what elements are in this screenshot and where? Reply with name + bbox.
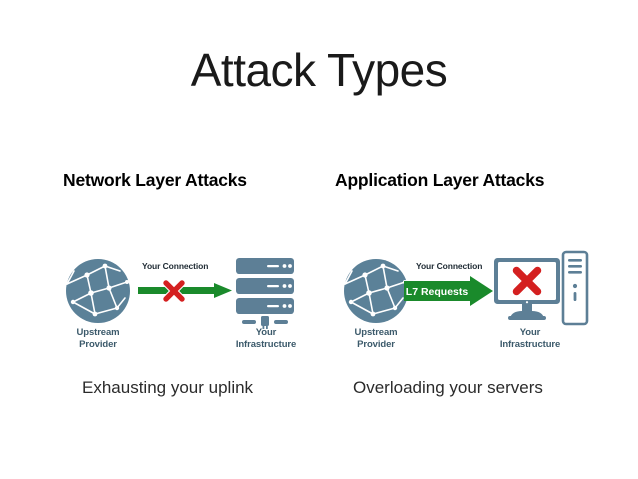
l7-requests-arrow-text: L7 Requests <box>406 286 469 298</box>
label-your-infrastructure: Your Infrastructure <box>220 327 312 350</box>
page-title: Attack Types <box>190 44 448 96</box>
label-upstream-provider: Upstream Provider <box>60 327 136 350</box>
label-upstream-provider-line1: Upstream <box>354 327 398 338</box>
l7-requests-arrow: L7 Requests <box>404 276 494 306</box>
tower-pc-icon <box>561 250 589 326</box>
attack-arrow-blocked <box>138 277 234 305</box>
label-your-infrastructure-line1: Your <box>519 327 541 338</box>
network-connector-icon <box>242 316 288 329</box>
label-your-connection: Your Connection <box>142 261 209 271</box>
label-upstream-provider-line1: Upstream <box>76 327 120 338</box>
label-your-connection: Your Connection <box>416 261 483 271</box>
red-x-icon <box>161 278 187 304</box>
globe-icon <box>343 258 409 324</box>
server-stack-icon <box>236 258 294 330</box>
heading-application-layer-attacks: Application Layer Attacks <box>335 170 545 190</box>
diagram-application-layer: Upstream Provider Your Connection L7 Req… <box>338 250 593 360</box>
red-x-icon <box>511 265 543 297</box>
globe-icon <box>65 258 131 324</box>
label-your-infrastructure-line2: Infrastructure <box>499 338 561 350</box>
label-your-infrastructure: Your Infrastructure <box>484 327 576 350</box>
label-your-infrastructure-line1: Your <box>255 327 277 338</box>
label-upstream-provider-line2: Provider <box>357 338 395 350</box>
monitor-icon <box>494 258 560 320</box>
label-upstream-provider: Upstream Provider <box>338 327 414 350</box>
caption-exhausting-your-uplink: Exhausting your uplink <box>82 378 254 397</box>
diagram-network-layer: Upstream Provider Your Connection <box>60 250 300 360</box>
desktop-computer-icon <box>494 250 589 330</box>
label-upstream-provider-line2: Provider <box>79 338 117 350</box>
heading-network-layer-attacks: Network Layer Attacks <box>63 170 247 190</box>
label-your-infrastructure-line2: Infrastructure <box>235 338 297 350</box>
caption-overloading-your-servers: Overloading your servers <box>353 378 543 397</box>
